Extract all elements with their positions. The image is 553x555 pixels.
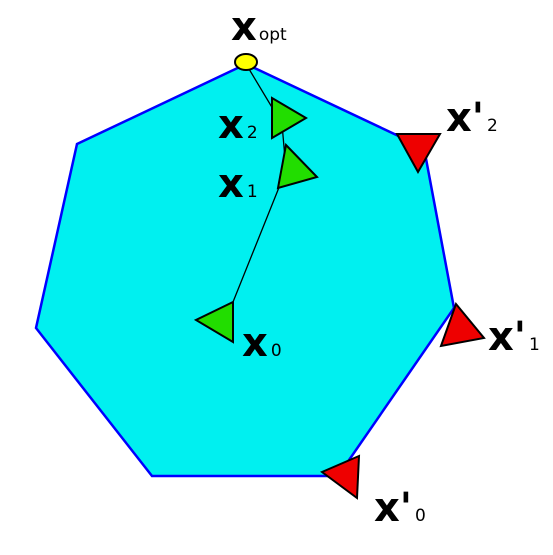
point-x2-triangle — [271, 96, 308, 140]
label-xp1: x'1 — [488, 314, 540, 360]
feasible-region-heptagon — [34, 62, 456, 478]
point-x1-triangle — [276, 142, 319, 190]
point-xp1-triangle — [439, 302, 486, 348]
label-xp0: x'0 — [374, 485, 426, 531]
label-xp2: x'2 — [446, 95, 498, 141]
optimum-point-marker — [234, 53, 258, 71]
point-xp2-triangle — [395, 133, 442, 175]
point-xp0-triangle — [320, 454, 361, 500]
iterate-path-line — [232, 63, 287, 303]
point-x0-triangle — [193, 300, 234, 344]
